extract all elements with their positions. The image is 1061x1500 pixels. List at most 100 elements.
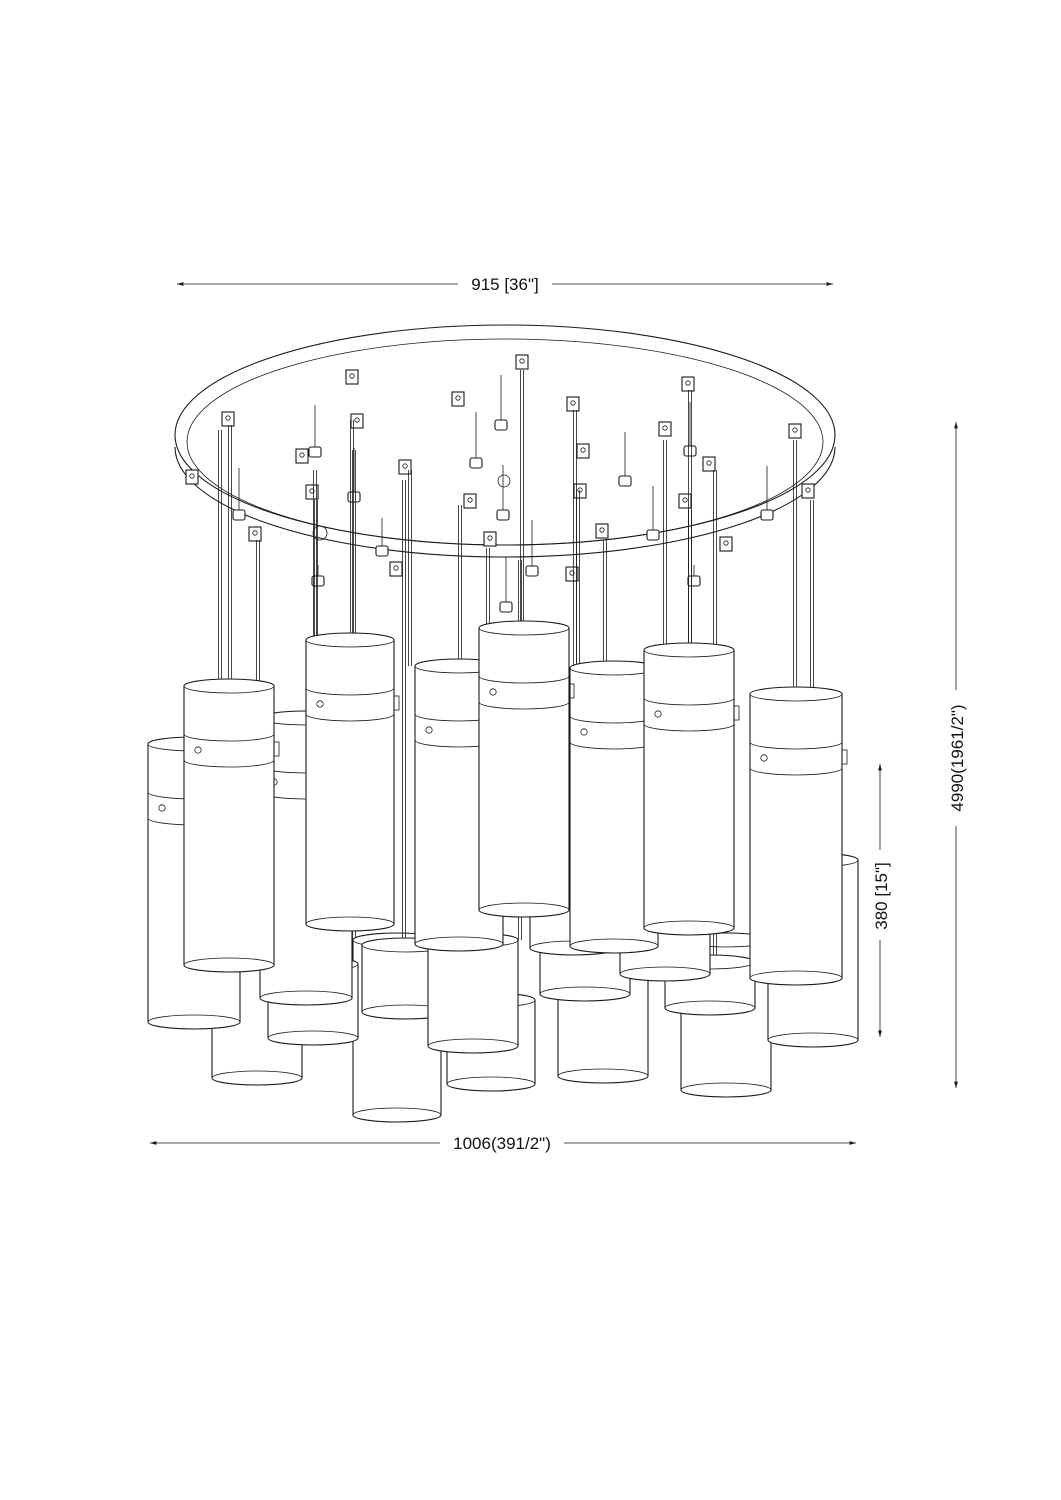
mount-screw [393,565,399,571]
cord-grip-cup [525,565,539,577]
band-knob [568,683,575,699]
cord-grip-cup [469,457,483,469]
mount-screw [225,415,231,421]
canopy [174,324,836,558]
mount-screw [519,358,525,364]
shade-band-bottom [305,713,395,722]
shade-bottom-rim [539,986,631,995]
ceiling-mount-block [463,493,477,509]
ceiling-mount-block [295,448,309,464]
shade-bottom-rim [427,1038,519,1047]
ceiling-mount-block [719,536,733,552]
ceiling-mount-block [681,376,695,392]
mount-screw [685,380,691,386]
shade-band-top [305,687,395,696]
cord-grip-cup [347,491,361,503]
pendant [749,440,848,986]
mount-screw [805,487,811,493]
mount-screw [467,497,473,503]
mount-screw [706,460,712,466]
shade-bottom-rim [569,938,659,947]
cord-grip-cup [375,545,389,557]
shade-bottom-rim [446,1076,536,1085]
pendant [305,420,400,932]
mount-screw [349,373,355,379]
shade-top-rim [305,639,395,648]
mount-screw [792,427,798,433]
cord-grip-cup [683,445,697,457]
mount-screw [299,452,305,458]
glass-shade [749,686,843,986]
shade-bottom-rim [749,970,843,979]
mount-screw [662,425,668,431]
shade-top-rim [643,649,735,658]
ceiling-mount-block [573,483,587,499]
shade-bottom-rim [557,1068,649,1077]
shade-band-bottom [183,759,275,768]
ceiling-mount-block [565,566,579,582]
mount-screw [455,395,461,401]
pendant [478,370,575,918]
ceiling-mount-block [595,523,609,539]
canopy-center-screw [312,525,328,541]
band-screw [654,710,662,718]
mount-screw [580,447,586,453]
pendant [183,425,280,973]
band-screw [316,700,324,708]
canopy-center-screw [497,474,511,488]
ceiling-mount-block [389,561,403,577]
band-knob [733,705,740,721]
cord-grip-cup [308,446,322,458]
glass-shade [183,678,275,973]
pendant-group [147,370,859,1123]
glass-shade [478,620,570,918]
glass-shade [643,642,735,936]
shade-band-bottom [478,701,570,710]
ceiling-mount-block [398,459,412,475]
mount-screw [577,487,583,493]
shade-band-top [643,697,735,706]
shade-bottom-rim [414,936,504,945]
shade-band-top [183,733,275,742]
shade-height-label: 380 [15"] [872,862,891,929]
band-screw [760,754,768,762]
ceiling-mount-block [305,484,319,500]
ceiling-mount-block [248,526,262,542]
ceiling-mount-block [576,443,590,459]
cord-grip-cup [494,419,508,431]
shade-bottom-rim [267,1030,359,1039]
ceiling-mount-block [451,391,465,407]
cord-grip-cup [618,475,632,487]
canopy-width-label: 915 [36"] [471,275,538,294]
mount-screw [354,417,360,423]
glass-shade [305,632,395,932]
shade-bottom-rim [211,1070,303,1079]
mount-screw [402,463,408,469]
band-knob [841,749,848,765]
canopy-bottom-edge [174,446,836,558]
cord-grip-cup [760,509,774,521]
shade-bottom-rim [767,1032,859,1041]
ceiling-mount-block [350,413,364,429]
shade-bottom-rim [478,902,570,911]
shade-band-bottom [749,767,843,776]
cord-grip-cup [499,601,513,613]
cord-grip-cup [496,509,510,521]
canopy-mounts [185,354,815,613]
mount-screw [570,400,576,406]
shade-bottom-rim [664,1000,756,1009]
band-screw [489,688,497,696]
shade-top-rim [478,627,570,636]
cord-grip-cup [687,575,701,587]
band-screw [158,804,166,812]
mount-screw [309,488,315,494]
pendant [643,390,740,936]
overall-height-dimension: 4990(1961/2") [944,422,970,1088]
band-screw [580,728,588,736]
mount-screw [189,473,195,479]
shade-bottom-rim [619,966,711,975]
overall-width-label: 1006(391/2") [453,1134,551,1153]
band-screw [194,746,202,754]
band-screw [425,726,433,734]
band-knob [393,695,400,711]
